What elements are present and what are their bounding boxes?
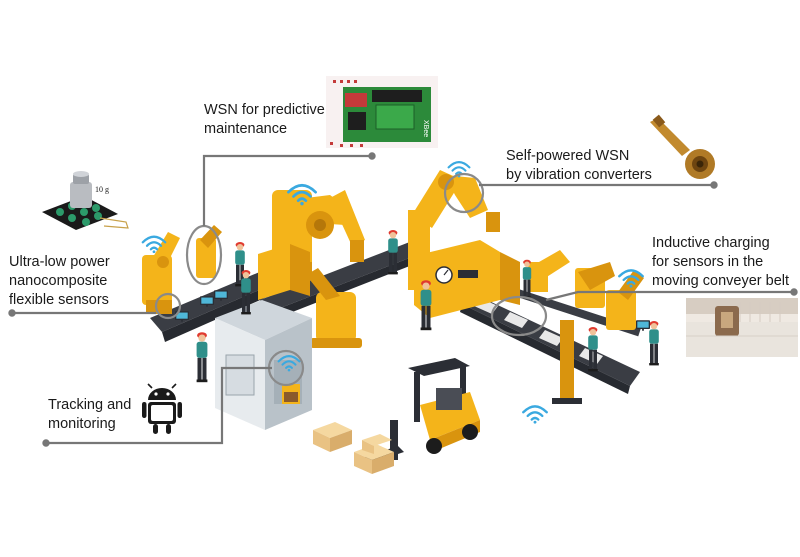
label-line: maintenance: [204, 121, 288, 137]
label-self-powered: Self-powered WSN by vibration converters: [506, 147, 652, 185]
connector-lines: [8, 152, 798, 447]
vibration-converter-image: [650, 114, 715, 179]
label-line: for sensors in the: [652, 254, 764, 270]
weight-mark: 10 g: [95, 185, 109, 194]
cardboard-boxes: [313, 422, 394, 474]
label-line: Ultra-low power: [9, 254, 110, 270]
label-line: moving conveyer belt: [652, 273, 790, 289]
label-inductive-charging: Inductive charging for sensors in the mo…: [652, 234, 789, 291]
label-wsn-predictive: WSN for predictive maintenance: [204, 101, 325, 139]
label-ultra-low-power: Ultra-low power nanocomposite flexible s…: [9, 253, 110, 310]
forklift: [362, 358, 480, 464]
label-line: Self-powered WSN: [506, 148, 630, 164]
highlight-sensor: [154, 292, 182, 320]
label-line: Inductive charging: [652, 235, 770, 251]
conveyor-belts: [150, 238, 641, 394]
machine-right: [414, 240, 520, 318]
connector-tracking: [46, 366, 272, 445]
robot-arm-center: [196, 225, 222, 278]
control-cabinet: [215, 300, 312, 430]
pcb-mark: XBee: [422, 120, 429, 137]
connector-wsn: [202, 154, 372, 226]
highlight-circles: [154, 172, 548, 387]
android-icon: [142, 383, 182, 434]
machine-box-center: [258, 244, 310, 300]
robot-arm-left: [142, 232, 180, 314]
label-line: flexible sensors: [9, 292, 109, 308]
highlight-vibration: [443, 172, 485, 214]
label-line: WSN for predictive: [204, 102, 325, 118]
wifi-icon: [522, 405, 548, 424]
label-line: by vibration converters: [506, 167, 652, 183]
label-line: Tracking and: [48, 397, 132, 413]
pcb-board-image: XBee: [326, 76, 438, 148]
inductive-charging-photo: [686, 298, 798, 357]
highlight-conveyor: [490, 295, 548, 337]
label-tracking-monitoring: Tracking and monitoring: [48, 396, 131, 434]
connector-inductive: [545, 290, 794, 302]
flexible-sensor-image: 10 g: [42, 171, 129, 230]
label-line: monitoring: [48, 416, 116, 432]
label-line: nanocomposite: [9, 273, 108, 289]
